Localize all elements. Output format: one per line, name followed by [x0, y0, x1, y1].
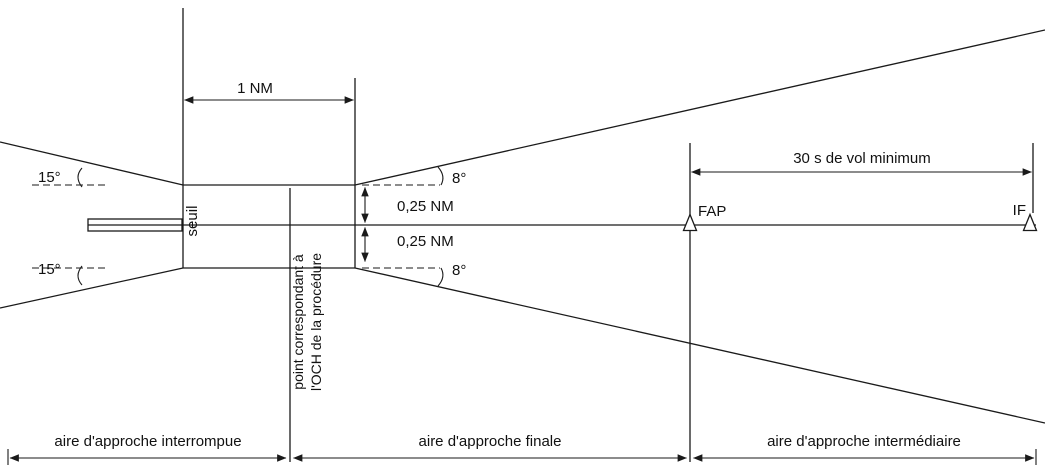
angle-8-bottom-label: 8° [452, 262, 466, 279]
angle-15-bottom-label: 15° [38, 261, 61, 278]
threshold-label: seuil [184, 206, 201, 237]
if-triangle-marker [1022, 212, 1038, 232]
angle-8-top-label: 8° [452, 170, 466, 187]
fap-triangle-marker [682, 212, 698, 232]
final-area-splay-top [354, 29, 1045, 186]
angle-8-bottom-arc [437, 267, 444, 287]
angle-15-top-label: 15° [38, 169, 61, 186]
fap-label: FAP [698, 203, 726, 220]
if-label: IF [1013, 202, 1026, 219]
angle-8-top-arc [437, 166, 444, 186]
missed-approach-splay-top [0, 141, 184, 186]
missed-approach-area-label: aire d'approche interrompue [54, 433, 241, 450]
final-area-splay-bottom [354, 267, 1045, 424]
och-point-label-line1: point correspondant à [290, 254, 306, 390]
dim-1nm-label: 1 NM [237, 80, 273, 97]
halfwidth-bottom-label: 0,25 NM [397, 233, 454, 250]
halfwidth-top-label: 0,25 NM [397, 198, 454, 215]
angle-15-bottom-arc [77, 265, 83, 286]
missed-approach-splay-bottom [0, 267, 184, 309]
min-flight-time-label: 30 s de vol minimum [793, 150, 931, 167]
intermediate-approach-area-label: aire d'approche intermédiaire [767, 433, 961, 450]
och-point-label-line2: l'OCH de la procédure [308, 253, 324, 391]
final-approach-area-label: aire d'approche finale [419, 433, 562, 450]
angle-15-top-arc [77, 167, 83, 188]
